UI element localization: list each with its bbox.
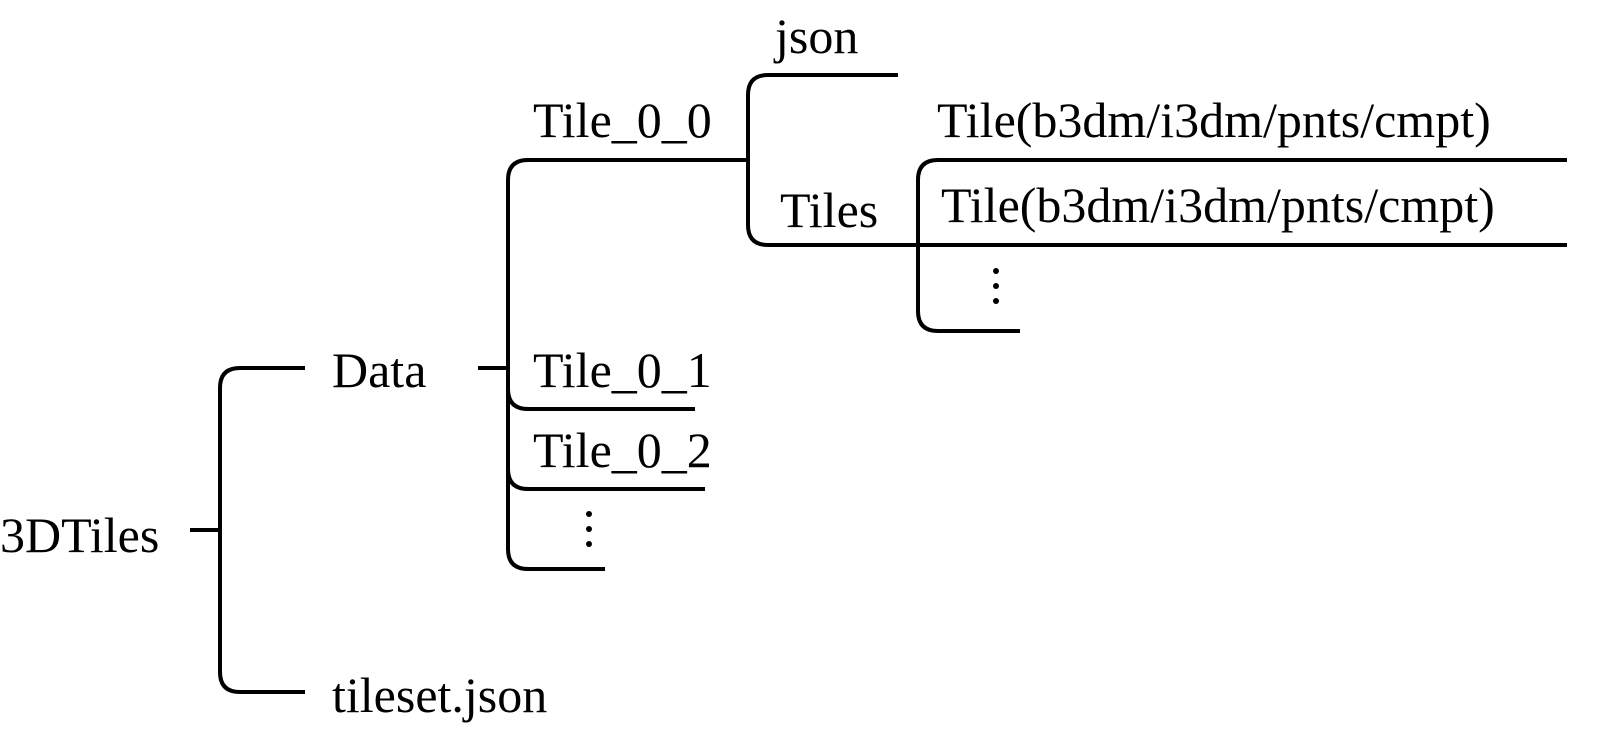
data-folder-label: Data	[332, 342, 427, 398]
data-bracket	[506, 158, 748, 571]
tile-list-ellipsis	[586, 511, 594, 556]
tiles-folder-label: Tiles	[780, 182, 879, 238]
tileset-file-label: tileset.json	[332, 667, 548, 723]
tiles-ellipsis	[993, 268, 1001, 313]
tile-format-label-1: Tile(b3dm/i3dm/pnts/cmpt)	[937, 92, 1491, 148]
tiles-bracket	[916, 158, 1567, 333]
tile-0-2-underline	[506, 468, 705, 491]
tile-0-1-label: Tile_0_1	[533, 342, 712, 398]
tile-0-0-bracket	[746, 73, 1567, 247]
tile-0-1-underline	[506, 388, 695, 411]
root-label: 3DTiles	[0, 507, 160, 563]
tile-0-0-label: Tile_0_0	[533, 92, 712, 148]
tile-0-2-label: Tile_0_2	[533, 422, 712, 478]
root-bracket	[218, 366, 305, 694]
json-label: json	[775, 8, 859, 64]
tile-format-label-2: Tile(b3dm/i3dm/pnts/cmpt)	[941, 177, 1495, 233]
